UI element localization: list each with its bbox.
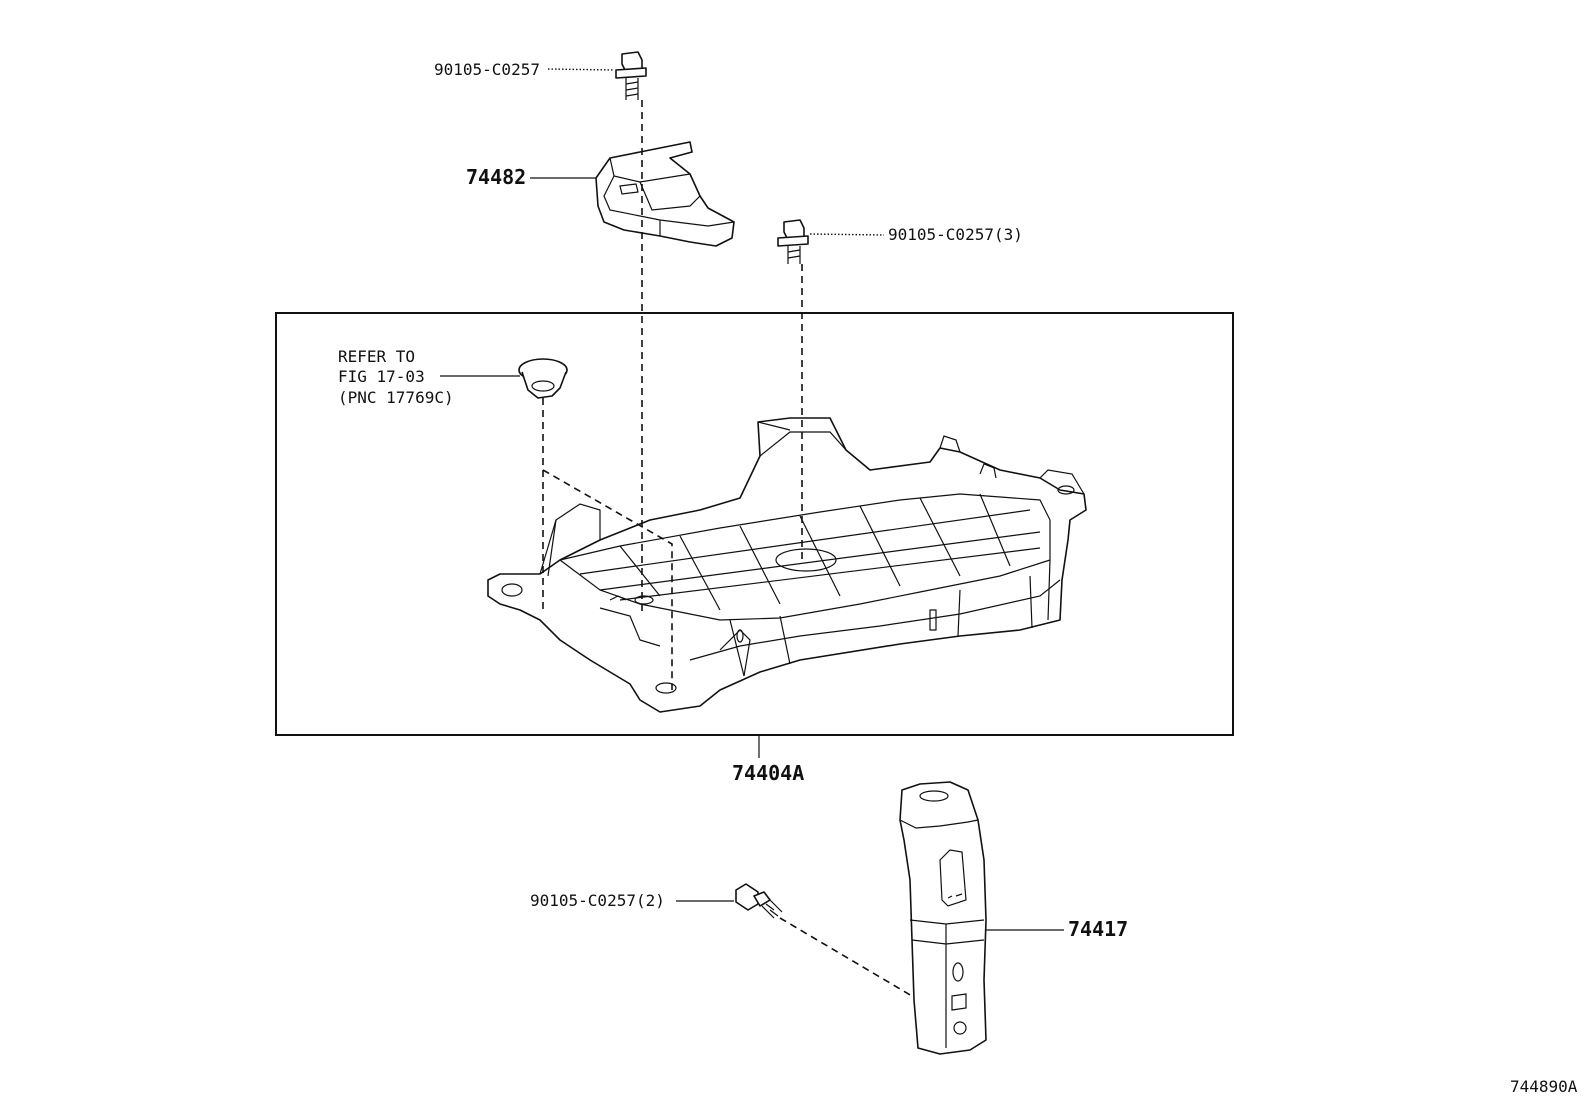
grommet-icon[interactable] xyxy=(518,358,568,399)
refer-to-line2: FIG 17-03 xyxy=(338,367,425,386)
bolt-bottom-icon[interactable] xyxy=(735,883,783,919)
figure-id: 744890A xyxy=(1510,1077,1578,1096)
tray-assembly-label: 74404A xyxy=(732,761,804,785)
bolt-bottom-label: 90105-C0257(2) xyxy=(530,891,665,910)
refer-to-line1: REFER TO xyxy=(338,347,415,366)
bolt-top-leader xyxy=(547,68,615,71)
bolt-right-icon[interactable] xyxy=(777,219,809,264)
install-line-grommet-offset xyxy=(542,469,673,690)
stay-icon[interactable] xyxy=(899,781,987,1055)
bolt-top-icon[interactable] xyxy=(615,51,647,100)
bolt-right-leader xyxy=(809,233,885,236)
bolt-right-label: 90105-C0257(3) xyxy=(888,225,1023,244)
bracket-icon[interactable] xyxy=(595,141,735,247)
tray-assembly-frame xyxy=(275,312,1234,736)
stay-label: 74417 xyxy=(1068,917,1128,941)
bracket-label: 74482 xyxy=(466,165,526,189)
install-line-bolt-bottom xyxy=(779,917,913,997)
bolt-top-label: 90105-C0257 xyxy=(434,60,540,79)
battery-tray-icon[interactable] xyxy=(487,417,1087,713)
refer-to-line3: (PNC 17769C) xyxy=(338,388,454,407)
